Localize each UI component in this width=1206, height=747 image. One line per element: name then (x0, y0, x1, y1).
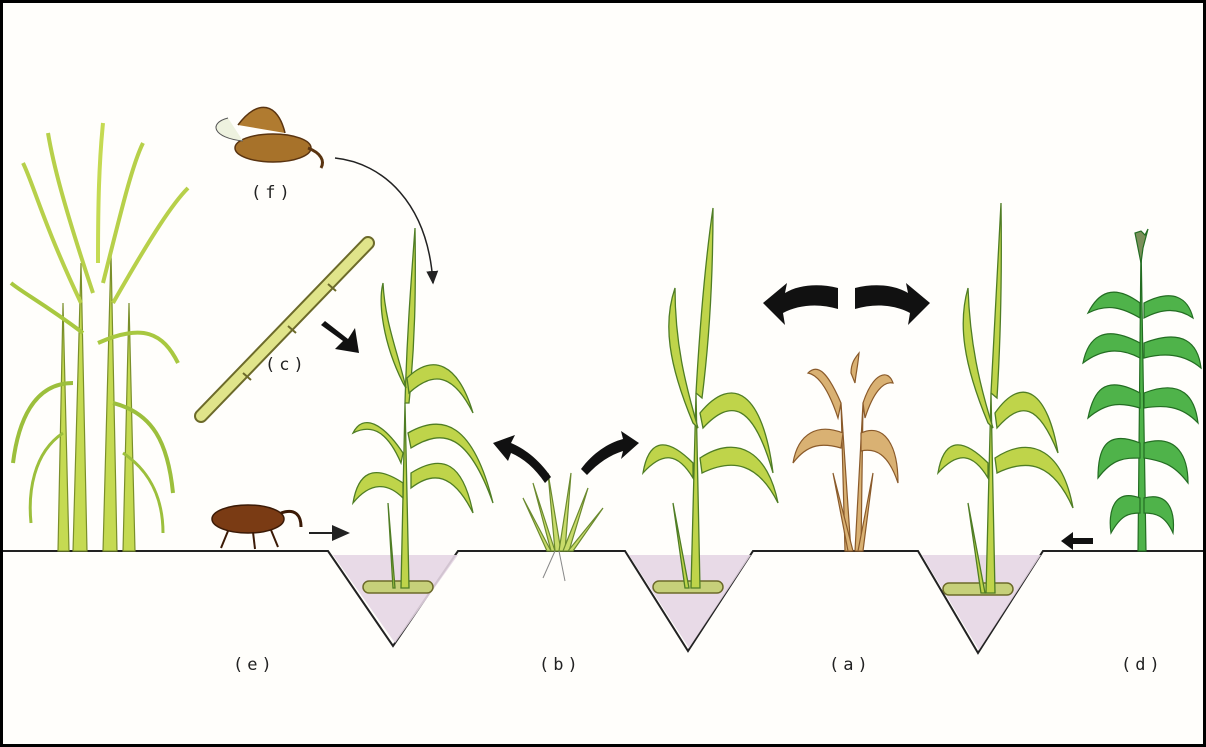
label-d: (d) (1121, 655, 1164, 675)
soil-pit-3 (922, 555, 1041, 650)
young-cane-plant-2 (643, 208, 778, 588)
arrow-c-to-plant (321, 321, 359, 353)
label-b: (b) (539, 655, 582, 675)
arrow-curve-right (855, 283, 930, 325)
walking-weevil-icon (212, 505, 301, 549)
maize-plant (1083, 229, 1201, 551)
label-c: (c) (265, 355, 308, 375)
label-f: (f) (251, 183, 294, 203)
soil-pit-2 (629, 555, 751, 648)
dried-cane-plant (793, 353, 898, 551)
young-cane-plant-3 (938, 203, 1073, 593)
sugarcane-clump (11, 123, 188, 551)
arrow-d-to-plant (1061, 532, 1093, 550)
arrow-curve-left (763, 283, 838, 325)
label-e: (e) (233, 655, 276, 675)
cane-sett-3 (943, 583, 1013, 595)
young-cane-plant-1 (353, 228, 493, 588)
flying-weevil-icon (216, 107, 322, 168)
seedling-cluster (523, 473, 603, 581)
soil-pit-1 (333, 555, 458, 643)
cane-stalk-piece (201, 243, 368, 416)
cane-sett-1 (363, 581, 433, 593)
label-a: (a) (829, 655, 872, 675)
arrow-b-to-left (493, 435, 551, 483)
life-cycle-diagram: (f) (c) (e) (b) (a) (d) (3, 3, 1203, 744)
arrow-b-to-right (581, 431, 639, 475)
